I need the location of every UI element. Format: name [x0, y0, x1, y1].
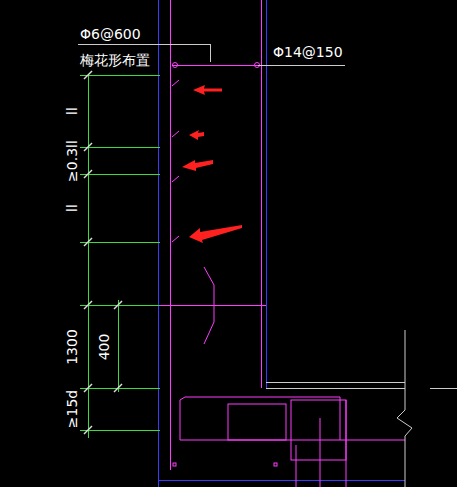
dimension: ll	[65, 204, 79, 212]
rebar-spec: Φ6@600	[80, 27, 141, 41]
rebar-spec: Φ14@150	[273, 45, 343, 59]
dimension: ≥0.3ll	[65, 140, 79, 182]
note: 梅花形布置	[80, 53, 150, 67]
dimension: ≥15d	[65, 390, 79, 428]
dimension: 1300	[65, 329, 79, 365]
dimension: ll	[65, 107, 79, 115]
dimension: 400	[97, 334, 111, 361]
